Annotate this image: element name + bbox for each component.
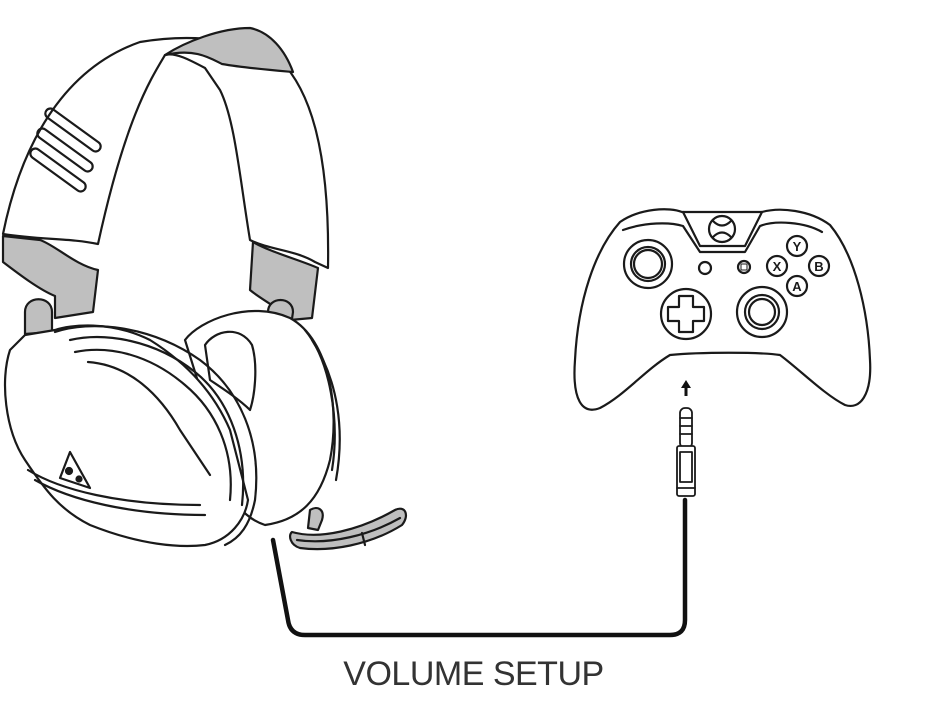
x-button-icon <box>765 254 789 278</box>
microphone-boom <box>289 507 408 551</box>
guide-button-icon <box>707 214 737 244</box>
headset-illustration <box>1 26 408 551</box>
audio-cable <box>270 497 688 638</box>
headband-pad <box>163 26 295 74</box>
right-slider <box>248 240 320 322</box>
dpad-icon <box>659 287 713 341</box>
a-button-icon <box>785 274 809 298</box>
view-button-icon <box>697 260 713 276</box>
y-button-label: Y <box>793 239 802 254</box>
left-slider <box>1 234 100 320</box>
left-stick-icon <box>622 238 674 290</box>
diagram-caption: VOLUME SETUP <box>343 655 604 693</box>
b-button-label: B <box>814 259 823 274</box>
controller-illustration <box>573 208 872 411</box>
face-buttons <box>765 234 831 298</box>
y-button-icon <box>785 234 809 258</box>
b-button-icon <box>807 254 831 278</box>
headband-vents-icon <box>29 107 102 193</box>
x-button-label: X <box>773 259 782 274</box>
audio-plug-illustration <box>676 407 696 497</box>
brand-logo-icon <box>58 450 92 490</box>
insert-arrow-icon <box>681 380 691 396</box>
right-stick-icon <box>735 285 789 339</box>
left-ear-cup <box>3 324 250 548</box>
menu-button-icon <box>736 259 752 275</box>
a-button-label: A <box>792 279 802 294</box>
